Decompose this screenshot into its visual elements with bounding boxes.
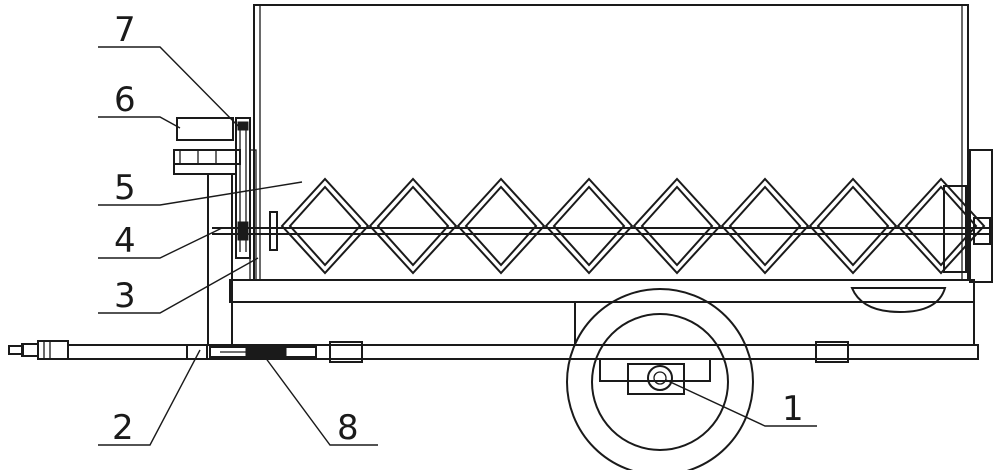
diamond-blade-inner	[640, 185, 714, 267]
wheel	[566, 288, 754, 470]
label-1: 1	[782, 389, 804, 429]
leader-lines	[98, 46, 817, 446]
label-2: 2	[112, 408, 134, 448]
diamond-blades	[280, 177, 986, 275]
diamond-blade-inner	[288, 185, 362, 267]
tank-body	[249, 4, 993, 283]
diamond-blade-inner	[464, 185, 538, 267]
tow-bar	[8, 340, 69, 360]
diamond-blade-outer	[280, 177, 370, 275]
diamond-blade-outer	[544, 177, 634, 275]
label-5: 5	[114, 168, 136, 208]
diamond-blade-inner	[552, 185, 626, 267]
diamond-blade-outer	[808, 177, 898, 275]
diamond-blade-inner	[904, 185, 978, 267]
diamond-blade-inner	[816, 185, 890, 267]
label-7: 7	[114, 10, 136, 50]
diamond-blade-outer	[632, 177, 722, 275]
label-6: 6	[114, 80, 136, 120]
diamond-blade-outer	[456, 177, 546, 275]
label-3: 3	[114, 276, 136, 316]
diamond-blade-outer	[368, 177, 458, 275]
diamond-blade-outer	[720, 177, 810, 275]
diamond-blade-outer	[896, 177, 986, 275]
drive-belt	[235, 117, 251, 259]
diamond-blade-inner	[376, 185, 450, 267]
part-labels: 7 6 5 4 3 2 8 1	[112, 10, 804, 448]
stirring-shaft	[212, 185, 991, 273]
label-4: 4	[114, 221, 136, 261]
diamond-blade-inner	[728, 185, 802, 267]
hydraulic-cylinder	[209, 346, 317, 358]
motor-assembly	[173, 117, 251, 259]
label-8: 8	[337, 408, 359, 448]
motor	[176, 117, 234, 141]
